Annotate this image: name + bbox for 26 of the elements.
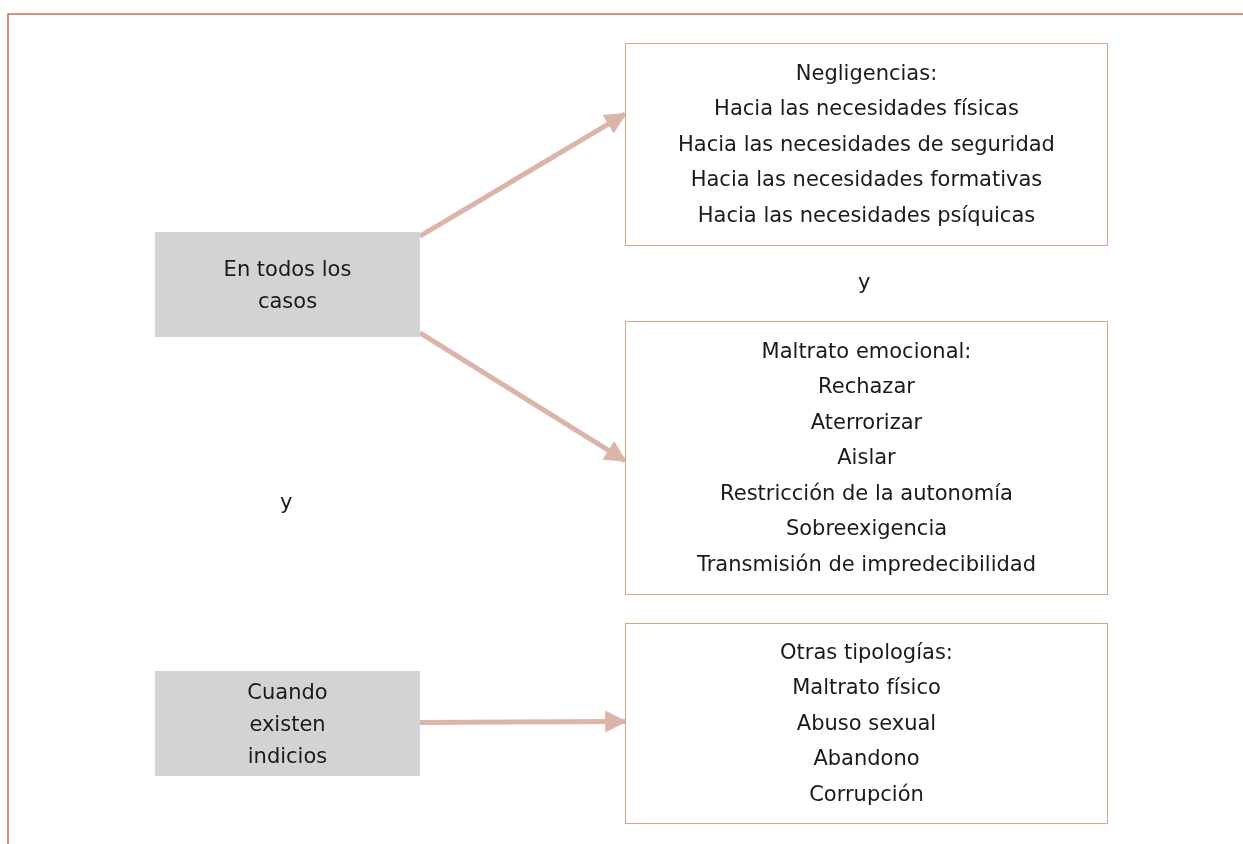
list-item: Rechazar <box>818 373 915 401</box>
list-item: Maltrato físico <box>792 674 941 702</box>
list-item: Hacia las necesidades psíquicas <box>697 201 1036 229</box>
list-box <box>625 623 1108 824</box>
box-heading: Maltrato emocional: <box>761 337 972 365</box>
box-heading: Negligencias: <box>795 59 938 87</box>
connector-word: y <box>858 270 871 294</box>
list-item: Restricción de la autonomía <box>720 479 1013 507</box>
list-box <box>625 321 1108 595</box>
list-item: Corrupción <box>809 780 924 808</box>
list-item: Abandono <box>813 745 920 773</box>
list-item: Transmisión de impredecibilidad <box>697 550 1036 578</box>
list-item: Sobreexigencia <box>785 515 948 543</box>
list-item: Hacia las necesidades de seguridad <box>678 130 1055 158</box>
connector-word: y <box>280 490 293 514</box>
category-box <box>155 232 420 337</box>
box-label: En todos los casos <box>222 255 353 315</box>
box-heading: Otras tipologías: <box>780 638 953 666</box>
list-item: Hacia las necesidades formativas <box>690 166 1043 194</box>
category-box <box>155 671 420 776</box>
list-item: Aislar <box>837 444 896 472</box>
box-label: Cuando existen indicios <box>246 678 329 770</box>
list-item: Abuso sexual <box>796 709 937 737</box>
list-box <box>625 43 1108 246</box>
list-item: Hacia las necesidades físicas <box>714 95 1019 123</box>
list-item: Aterrorizar <box>810 408 923 436</box>
